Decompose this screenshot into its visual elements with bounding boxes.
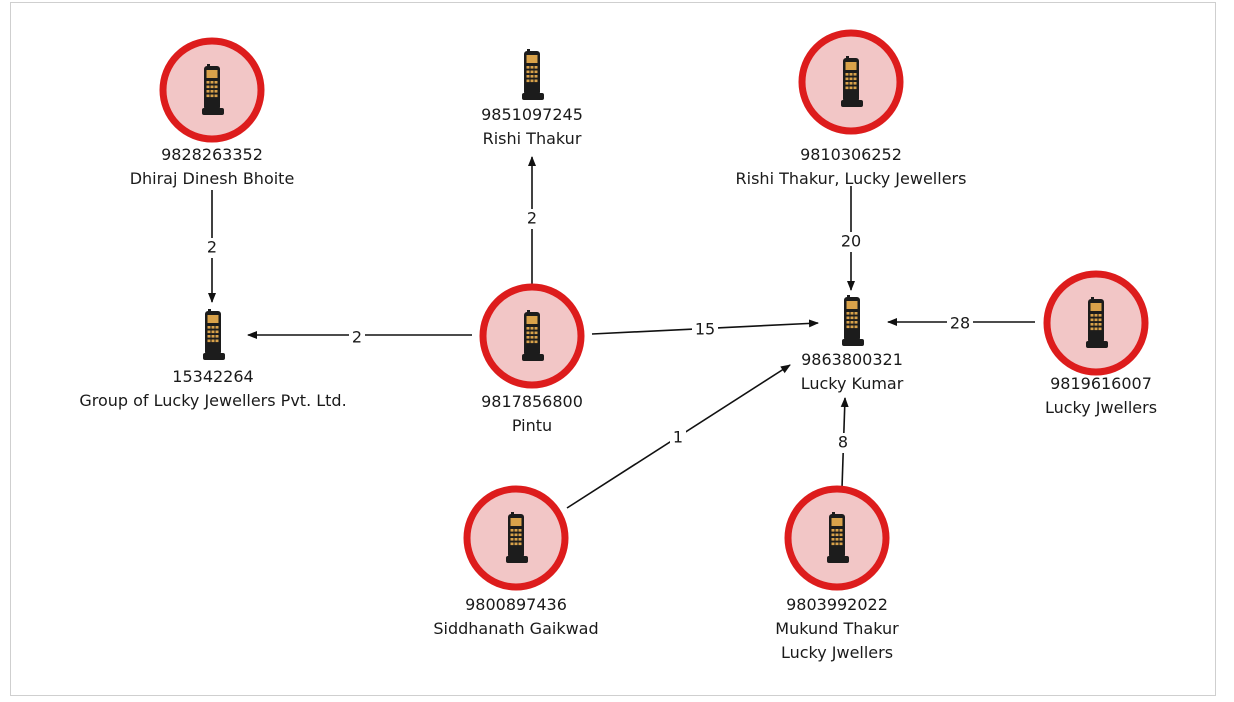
node-owner-name: Lucky Jwellers	[1045, 398, 1157, 417]
edge-n9819616007-to-n9863800321[interactable]: 28	[887, 314, 1035, 335]
edge-label-background	[524, 209, 540, 229]
node-owner-name: Lucky Kumar	[801, 374, 904, 393]
edge-n9817856800-to-n9851097245[interactable]: 2	[524, 156, 540, 284]
edge-call-count: 28	[950, 314, 970, 333]
node-owner-name: Lucky Jwellers	[781, 643, 893, 662]
edge-n9803992022-to-n9863800321[interactable]: 8	[835, 397, 851, 489]
node-phone-number: 9851097245	[481, 105, 583, 124]
node-owner-name: Siddhanath Gaikwad	[433, 619, 598, 638]
node-phone-number: 9810306252	[800, 145, 902, 164]
mobile-phone-icon	[203, 309, 225, 360]
edge-label-background	[947, 314, 973, 334]
mobile-phone-icon	[842, 295, 864, 346]
edge-label-background	[835, 433, 851, 453]
node-owner-name: Mukund Thakur	[775, 619, 899, 638]
edge-call-count: 20	[841, 232, 861, 251]
node-phone-number: 9828263352	[161, 145, 263, 164]
edge-label-background	[670, 428, 686, 448]
edge-n9817856800-to-n15342264[interactable]: 2	[247, 328, 472, 349]
edge-n9828263352-to-n15342264[interactable]: 2	[204, 190, 220, 303]
node-phone-number: 9863800321	[801, 350, 903, 369]
node-phone-number: 9817856800	[481, 392, 583, 411]
node-owner-name: Rishi Thakur, Lucky Jewellers	[736, 169, 967, 188]
node-phone-number: 9803992022	[786, 595, 888, 614]
node-phone-number: 9800897436	[465, 595, 567, 614]
node-owner-name: Rishi Thakur	[483, 129, 582, 148]
node-owner-name: Group of Lucky Jewellers Pvt. Ltd.	[79, 391, 346, 410]
edges-layer: 2 2 2 15 20 28 1 8	[204, 156, 1035, 509]
edge-label-background	[838, 232, 864, 252]
edge-label-background	[692, 320, 718, 340]
node-phone-number: 15342264	[172, 367, 253, 386]
edge-call-count: 2	[527, 209, 537, 228]
edge-call-count: 2	[207, 238, 217, 257]
node-owner-name: Dhiraj Dinesh Bhoite	[130, 169, 295, 188]
edge-n9810306252-to-n9863800321[interactable]: 20	[838, 186, 864, 291]
node-owner-name: Pintu	[512, 416, 552, 435]
edge-label-background	[349, 328, 365, 348]
mobile-phone-icon	[522, 49, 544, 100]
edge-call-count: 1	[673, 428, 683, 447]
node-phone-number: 9819616007	[1050, 374, 1152, 393]
edge-call-count: 15	[695, 320, 715, 339]
edge-label-background	[204, 238, 220, 258]
edge-call-count: 2	[352, 328, 362, 347]
edge-call-count: 8	[838, 433, 848, 452]
edge-n9800897436-to-n9863800321[interactable]: 1	[566, 364, 791, 509]
edge-n9817856800-to-n9863800321[interactable]: 15	[591, 319, 819, 341]
